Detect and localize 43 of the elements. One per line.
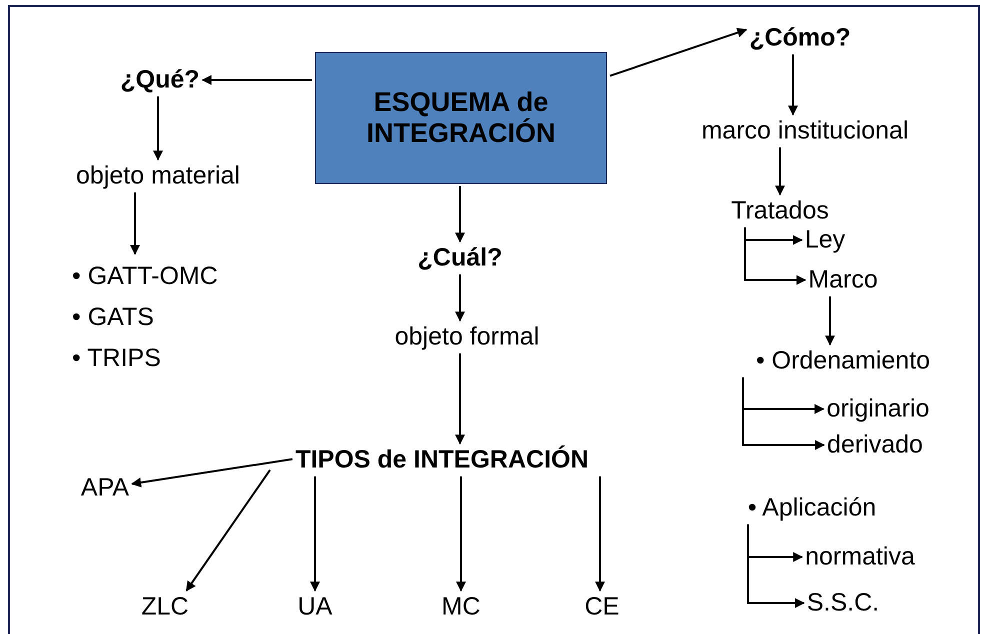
node-label: Ley — [804, 226, 846, 254]
question-heading: TIPOS de INTEGRACIÓN — [295, 446, 589, 474]
arrow — [186, 469, 271, 592]
arrow — [595, 476, 605, 592]
node-label: originario — [826, 394, 930, 424]
arrow — [456, 476, 466, 592]
question-heading: ¿Cuál? — [418, 244, 502, 272]
node-label: objeto material — [76, 162, 240, 190]
list-item: • GATT-OMC — [72, 261, 218, 292]
node-label: UA — [298, 592, 332, 622]
node-label: ZLC — [141, 592, 189, 622]
arrow — [742, 377, 826, 450]
arrow — [310, 476, 320, 592]
arrow — [775, 147, 785, 196]
node-label: S.S.C. — [806, 588, 880, 618]
arrow — [153, 96, 163, 161]
title-box: ESQUEMA de INTEGRACIÓN — [315, 52, 607, 184]
node-label: derivado — [827, 430, 923, 460]
arrow — [455, 353, 465, 445]
node-label: • Ordenamiento — [756, 346, 930, 376]
node-label: APA — [80, 474, 130, 502]
node-label: Marco — [808, 266, 878, 294]
arrow — [744, 227, 806, 285]
node-label: • Aplicación — [748, 494, 876, 522]
arrow — [455, 274, 465, 322]
arrow — [788, 54, 798, 116]
question-heading: ¿Cómo? — [749, 24, 851, 52]
arrow — [610, 28, 748, 77]
arrow — [747, 524, 805, 608]
arrow — [131, 458, 293, 488]
node-label: MC — [442, 592, 480, 622]
node-label: marco institucional — [701, 116, 909, 146]
list-item: • GATS — [72, 302, 155, 333]
arrow — [455, 186, 465, 243]
question-heading: ¿Qué? — [120, 66, 200, 94]
node-label: Tratados — [731, 196, 829, 226]
arrow — [825, 296, 835, 346]
arrow — [130, 192, 140, 255]
node-label: objeto formal — [394, 322, 540, 352]
list-item: • TRIPS — [72, 343, 162, 374]
node-label: CE — [584, 592, 620, 622]
arrow — [202, 75, 312, 85]
node-label: normativa — [805, 542, 915, 572]
